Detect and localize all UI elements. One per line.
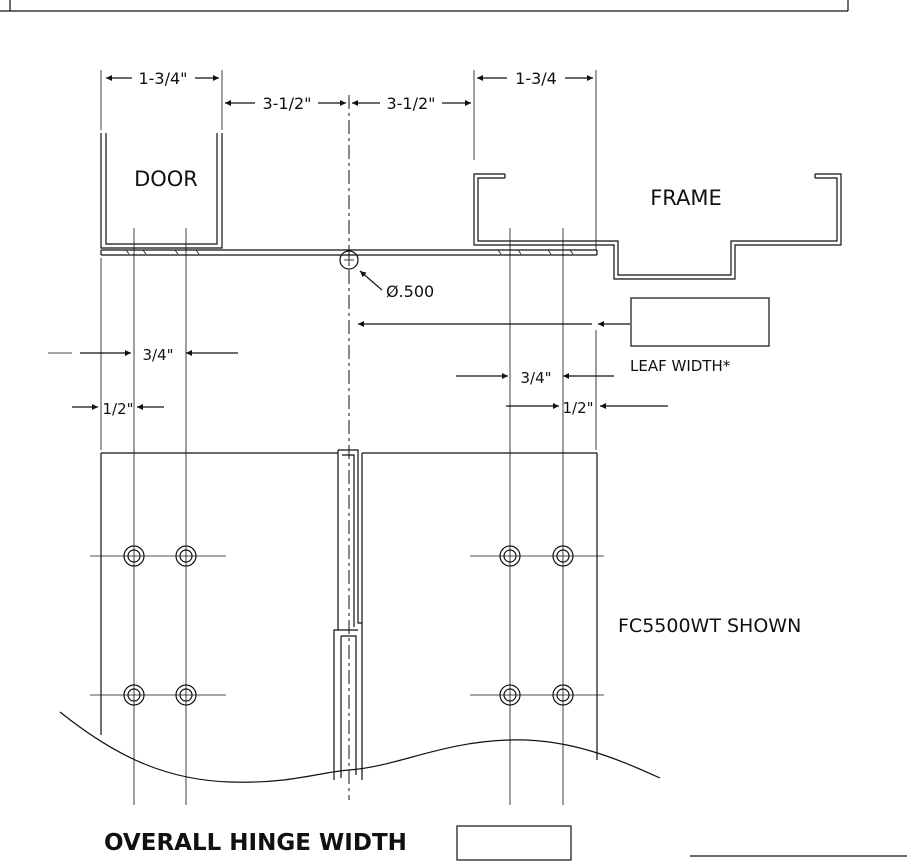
screw-hole: [175, 684, 197, 706]
dimension-frame-screw-edge: 1/2": [506, 399, 668, 417]
screw-hole: [499, 545, 521, 567]
frame-label: FRAME: [650, 186, 722, 210]
dimension-door-screw-spacing: 3/4": [48, 346, 238, 364]
door-screw-edge-label: 1/2": [102, 400, 133, 418]
dimension-center-left: 3-1/2": [225, 94, 346, 113]
center-right-label: 3-1/2": [386, 94, 435, 113]
screw-holes: [123, 545, 574, 706]
frame-screw-edge-label: 1/2": [562, 399, 593, 417]
door-label: DOOR: [134, 167, 198, 191]
dimension-door-screw-edge: 1/2": [72, 400, 164, 418]
pin-diameter-callout: Ø.500: [359, 270, 434, 301]
overall-width-input[interactable]: [456, 825, 572, 861]
screw-hole: [552, 684, 574, 706]
dimension-door-width: 1-3/4": [100, 69, 223, 130]
door-profile: DOOR: [100, 133, 223, 249]
screw-hole: [499, 684, 521, 706]
frame-screw-spacing-label: 3/4": [520, 369, 551, 387]
door-screw-spacing-label: 3/4": [142, 346, 173, 364]
screw-hole: [123, 545, 145, 567]
screw-hole: [175, 545, 197, 567]
center-left-label: 3-1/2": [262, 94, 311, 113]
title-block-border: [0, 0, 849, 12]
dimension-frame-width: 1-3/4: [473, 69, 597, 250]
pin-diameter-label: Ø.500: [386, 282, 434, 301]
hinge-pin: [339, 250, 359, 270]
door-width-label: 1-3/4": [138, 69, 187, 88]
dimension-center-right: 3-1/2": [352, 94, 471, 113]
screw-hole: [123, 684, 145, 706]
frame-profile: FRAME: [473, 173, 842, 280]
dimension-frame-screw-spacing: 3/4": [456, 369, 614, 387]
hinge-leaf-top-view: [100, 249, 598, 256]
frame-width-label: 1-3/4: [515, 69, 557, 88]
leaf-width-label: LEAF WIDTH*: [630, 357, 731, 375]
screw-hole: [552, 545, 574, 567]
overall-width-label: OVERALL HINGE WIDTH: [104, 830, 407, 856]
leaf-width-input[interactable]: [630, 297, 770, 347]
model-shown-label: FC5500WT SHOWN: [618, 615, 801, 637]
screw-row-centerlines: [90, 555, 604, 696]
screw-centerlines: [100, 228, 597, 805]
hinge-elevation: [59, 449, 661, 783]
